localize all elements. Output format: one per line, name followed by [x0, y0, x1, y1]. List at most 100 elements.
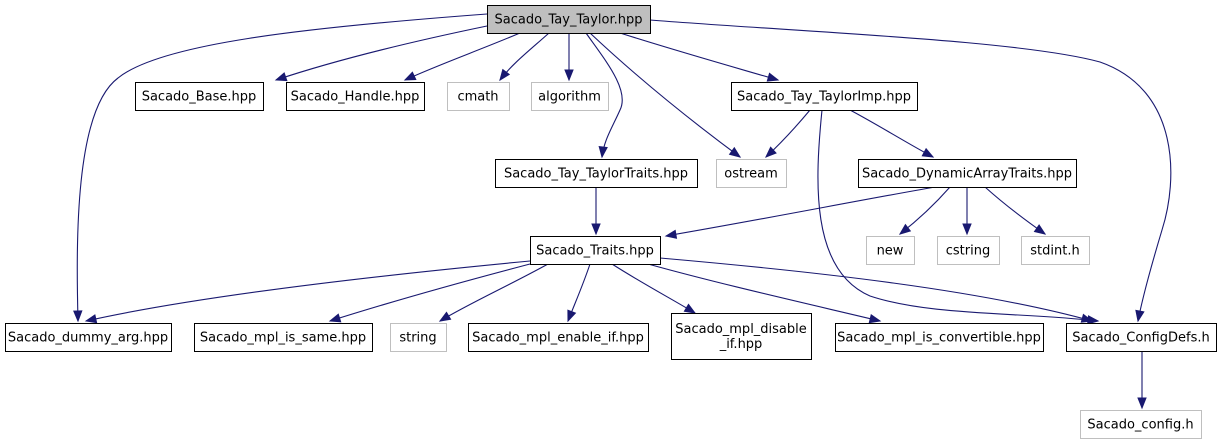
- edge-dyntraits-to-new: [898, 186, 951, 235]
- edge-line: [589, 32, 741, 158]
- edge-arrowhead: [274, 72, 288, 82]
- edge-line: [404, 32, 521, 81]
- edge-line: [619, 32, 779, 81]
- node-base[interactable]: Sacado_Base.hpp: [135, 82, 264, 111]
- node-label: _if.hpp: [719, 337, 763, 352]
- node-disableif[interactable]: Sacado_mpl_disable_if.hpp: [671, 313, 812, 360]
- node-box: [937, 236, 1000, 265]
- node-stdint[interactable]: stdint.h: [1021, 236, 1090, 265]
- node-label: Sacado_mpl_disable: [675, 322, 807, 337]
- node-dyntraits[interactable]: Sacado_DynamicArrayTraits.hpp: [858, 159, 1077, 188]
- edge-arrowhead: [683, 303, 697, 314]
- edge-arrowhead: [1135, 309, 1145, 323]
- node-label: Sacado_mpl_is_convertible.hpp: [837, 331, 1041, 346]
- node-issame[interactable]: Sacado_mpl_is_same.hpp: [194, 323, 373, 352]
- edge-arrowhead: [1080, 313, 1094, 323]
- node-box: [835, 323, 1044, 352]
- node-label: Sacado_mpl_enable_if.hpp: [472, 331, 644, 346]
- edge-arrowhead: [962, 223, 972, 236]
- node-label: Sacado_dummy_arg.hpp: [8, 331, 168, 346]
- edge-configdefs-to-config: [1137, 351, 1147, 410]
- node-enableif[interactable]: Sacado_mpl_enable_if.hpp: [468, 323, 649, 352]
- edge-line: [984, 186, 1046, 235]
- edge-line: [611, 263, 696, 314]
- node-label: cstring: [946, 244, 990, 259]
- node-label: string: [399, 331, 436, 346]
- node-string[interactable]: string: [390, 323, 447, 352]
- node-ostream[interactable]: ostream: [716, 159, 787, 188]
- edge-traits-to-disableif: [611, 263, 697, 314]
- node-box: [1021, 236, 1090, 265]
- node-box: [858, 159, 1077, 188]
- node-config[interactable]: Sacado_config.h: [1080, 410, 1202, 439]
- edge-arrowhead: [591, 223, 601, 236]
- edge-taylorimp-to-ostream: [765, 109, 811, 158]
- edge-traits-to-enableif: [567, 263, 591, 323]
- node-box: [390, 323, 447, 352]
- edge-line: [585, 32, 623, 158]
- node-label: Sacado_Traits.hpp: [536, 244, 654, 259]
- node-box: [447, 82, 510, 111]
- edge-taylorimp-to-configdefs: [817, 109, 1100, 325]
- node-label: stdint.h: [1030, 244, 1079, 259]
- node-configdefs[interactable]: Sacado_ConfigDefs.h: [1066, 323, 1217, 352]
- node-cstring[interactable]: cstring: [937, 236, 1000, 265]
- node-new[interactable]: new: [866, 236, 915, 265]
- node-box: [866, 236, 915, 265]
- edge-arrowhead: [728, 146, 742, 158]
- node-isconv[interactable]: Sacado_mpl_is_convertible.hpp: [835, 323, 1044, 352]
- node-label: Sacado_ConfigDefs.h: [1072, 331, 1209, 346]
- node-box: [468, 323, 649, 352]
- node-algorithm[interactable]: algorithm: [531, 82, 609, 111]
- edge-line: [649, 19, 1172, 322]
- edge-line: [85, 260, 531, 322]
- node-taylorimp[interactable]: Sacado_Tay_TaylorImp.hpp: [731, 82, 918, 111]
- edge-traits-to-issame: [328, 263, 531, 323]
- edge-arrowhead: [664, 229, 678, 239]
- edge-traits-to-dummy: [84, 260, 531, 324]
- edge-taylor-to-handle: [403, 32, 521, 81]
- edge-line: [76, 13, 488, 322]
- node-handle[interactable]: Sacado_Handle.hpp: [286, 82, 425, 111]
- node-label: Sacado_Tay_TaylorTraits.hpp: [504, 167, 688, 182]
- edge-line: [329, 263, 531, 322]
- edge-line: [647, 263, 881, 322]
- node-dummy[interactable]: Sacado_dummy_arg.hpp: [5, 323, 172, 352]
- node-label: Sacado_Handle.hpp: [291, 90, 420, 105]
- edge-taylor-to-dummy: [73, 13, 488, 323]
- edge-arrowhead: [73, 310, 83, 323]
- edges-layer: [73, 13, 1172, 410]
- edge-arrowhead: [898, 223, 912, 235]
- edge-taylor-to-algorithm: [564, 33, 574, 82]
- node-taylor[interactable]: Sacado_Tay_Taylor.hpp: [487, 5, 651, 34]
- node-box: [1080, 410, 1202, 439]
- node-label: Sacado_Tay_TaylorImp.hpp: [737, 90, 911, 105]
- edge-line: [439, 263, 549, 322]
- edge-dyntraits-to-stdint: [984, 186, 1047, 235]
- node-cmath[interactable]: cmath: [447, 82, 510, 111]
- edge-arrowhead: [868, 313, 882, 324]
- edge-taylortraits-to-traits: [591, 187, 601, 236]
- edge-line: [659, 257, 1093, 322]
- node-traits[interactable]: Sacado_Traits.hpp: [530, 236, 661, 265]
- node-label: Sacado_Base.hpp: [142, 90, 257, 105]
- edge-taylor-to-configdefs: [649, 19, 1172, 323]
- edge-arrowhead: [499, 68, 511, 82]
- edge-taylor-to-taylortraits: [585, 32, 623, 159]
- edge-arrowhead: [84, 314, 98, 324]
- node-label: Sacado_config.h: [1087, 418, 1193, 433]
- edge-taylorimp-to-dyntraits: [849, 109, 935, 158]
- edge-line: [849, 109, 934, 158]
- node-box: [5, 323, 172, 352]
- node-taylortraits[interactable]: Sacado_Tay_TaylorTraits.hpp: [495, 159, 698, 188]
- node-box: [194, 323, 373, 352]
- edge-arrowhead: [564, 69, 574, 82]
- node-label: new: [877, 244, 904, 259]
- node-box: [530, 236, 661, 265]
- node-label: Sacado_mpl_is_same.hpp: [200, 331, 366, 346]
- node-box: [495, 159, 698, 188]
- edge-arrowhead: [1137, 397, 1147, 410]
- node-box: [135, 82, 264, 111]
